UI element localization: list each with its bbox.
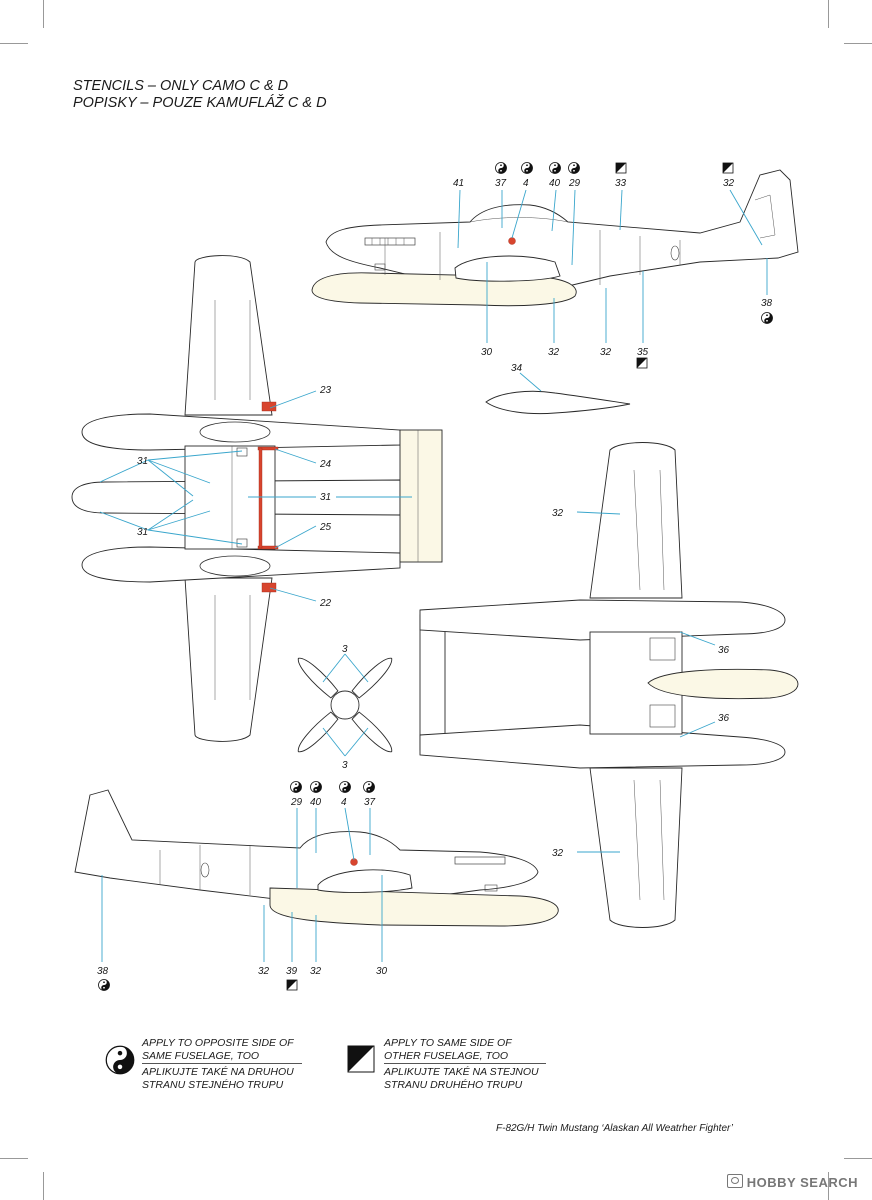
callout-label: 23 <box>319 385 332 396</box>
yin-yang-icon <box>310 781 322 793</box>
callout-label: 31 <box>137 527 148 538</box>
crop-mark <box>43 0 44 28</box>
crop-mark <box>43 1172 44 1200</box>
callout-label: 3 <box>342 760 348 771</box>
legend-divider <box>142 1063 302 1064</box>
diagonal-square-icon <box>615 162 627 174</box>
callout-label: 30 <box>481 347 493 358</box>
footer-caption: F-82G/H Twin Mustang ‘Alaskan All Weatrh… <box>496 1123 733 1134</box>
diagonal-square-icon <box>636 357 648 369</box>
wing-outline <box>184 577 273 742</box>
fuselage-outline <box>419 599 786 641</box>
yin-yang-icon <box>568 162 580 174</box>
yin-yang-icon <box>761 312 773 324</box>
crop-mark <box>828 0 829 28</box>
callout-label: 34 <box>511 363 523 374</box>
legend-same-en: APPLY TO SAME SIDE OF OTHER FUSELAGE, TO… <box>384 1037 512 1062</box>
callout-label: 29 <box>290 797 303 808</box>
bottom-view <box>419 442 799 928</box>
yin-yang-icon <box>339 781 351 793</box>
callout-label: 31 <box>320 492 331 503</box>
wing-outline <box>589 767 683 928</box>
callout-label: 40 <box>310 797 322 808</box>
callout-label: 32 <box>552 508 564 519</box>
callout-label: 32 <box>548 347 560 358</box>
legend-opposite-cz: APLIKUJTE TAKÉ NA DRUHOU STRANU STEJNÉHO… <box>142 1066 294 1091</box>
yin-yang-icon <box>521 162 533 174</box>
callout-label: 32 <box>723 178 735 189</box>
callout-label: 3 <box>342 644 348 655</box>
callout-label: 4 <box>523 178 529 189</box>
watermark: HOBBY SEARCH <box>726 1174 858 1190</box>
side-view-upper <box>311 169 799 307</box>
callout-label: 35 <box>637 347 649 358</box>
callout-label: 39 <box>286 966 298 977</box>
page-subtitle: POPISKY – POUZE KAMUFLÁŽ C & D <box>73 95 327 111</box>
side-view-lower <box>74 789 559 927</box>
diagonal-square-icon <box>286 979 298 991</box>
wing-outline <box>184 255 273 416</box>
yin-yang-icon <box>363 781 375 793</box>
propeller <box>297 657 393 753</box>
yin-yang-icon <box>549 162 561 174</box>
crop-mark <box>844 43 872 44</box>
legend-opposite-en: APPLY TO OPPOSITE SIDE OF SAME FUSELAGE,… <box>142 1037 294 1062</box>
wing-outline <box>589 442 683 599</box>
diagonal-square-icon <box>347 1045 375 1073</box>
fuselage-outline <box>419 724 786 769</box>
yin-yang-icon <box>290 781 302 793</box>
legend-same-cz: APLIKUJTE TAKÉ NA STEJNOU STRANU DRUHÉHO… <box>384 1066 539 1091</box>
callout-label: 32 <box>600 347 612 358</box>
drop-tank-side <box>269 887 559 927</box>
crop-mark <box>828 1172 829 1200</box>
callout-label: 30 <box>376 966 388 977</box>
legend-divider <box>384 1063 546 1064</box>
callout-label: 41 <box>453 178 464 189</box>
callout-label: 29 <box>568 178 581 189</box>
callout-label: 40 <box>549 178 561 189</box>
callout-label: 38 <box>97 966 109 977</box>
callout-label: 22 <box>319 598 332 609</box>
callout-label: 36 <box>718 713 730 724</box>
callout-label: 32 <box>552 848 564 859</box>
callout-label: 37 <box>364 797 376 808</box>
diagonal-square-icon <box>722 162 734 174</box>
callout-label: 38 <box>761 298 773 309</box>
callout-label: 32 <box>258 966 270 977</box>
callout-label: 31 <box>137 456 148 467</box>
callout-label: 4 <box>341 797 347 808</box>
camera-icon <box>726 1174 743 1188</box>
drop-tank-profile <box>485 390 631 415</box>
yin-yang-icon <box>105 1045 135 1075</box>
callout-label: 32 <box>310 966 322 977</box>
top-view <box>71 255 443 742</box>
crop-mark <box>844 1158 872 1159</box>
crop-mark <box>0 1158 28 1159</box>
callout-label: 37 <box>495 178 507 189</box>
crop-mark <box>0 43 28 44</box>
page-title: STENCILS – ONLY CAMO C & D <box>73 78 289 94</box>
yin-yang-icon <box>495 162 507 174</box>
callout-label: 33 <box>615 178 627 189</box>
callout-label: 24 <box>319 459 332 470</box>
callout-label: 25 <box>319 522 332 533</box>
callout-label: 36 <box>718 645 730 656</box>
yin-yang-icon <box>98 979 110 991</box>
